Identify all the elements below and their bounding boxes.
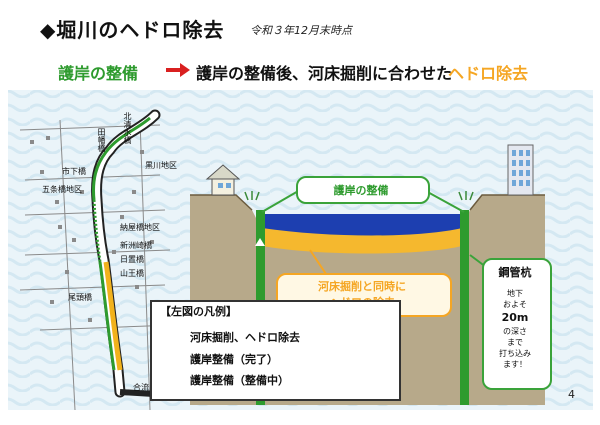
arrow-up-icon bbox=[255, 238, 265, 246]
map-label-sanno: 山王橋 bbox=[120, 269, 144, 278]
pile-callout-line6: 打ち込み bbox=[499, 349, 531, 358]
subtitle-middle: 護岸の整備後、河床掘削に合わせた bbox=[196, 64, 453, 83]
map-label-takada: 田幡橋 bbox=[97, 128, 106, 152]
pile-callout-title: 鋼管杭 bbox=[498, 266, 532, 279]
river-water bbox=[262, 214, 462, 236]
legend-box bbox=[150, 300, 401, 401]
revetment-callout bbox=[296, 176, 430, 204]
pile-callout-depth: 20m bbox=[501, 311, 529, 324]
building-icon bbox=[507, 144, 534, 196]
map-label-otake: 尾頭橋 bbox=[68, 293, 92, 302]
subtitle-sludge: ヘドロ除去 bbox=[448, 64, 529, 83]
legend-item-dredging: 河床掘削、ヘドロ除去 bbox=[190, 331, 300, 344]
page-number: 4 bbox=[568, 388, 575, 401]
legend-title: 【左図の凡例】 bbox=[160, 305, 237, 318]
map-revetment-completed-lower bbox=[98, 261, 116, 371]
legend-item-completed: 護岸整備（完了） bbox=[190, 353, 278, 366]
page-title: ◆堀川のヘドロ除去 bbox=[40, 18, 225, 42]
map-label-kurokawa: 黒川地区 bbox=[145, 161, 177, 170]
pile-callout bbox=[482, 258, 552, 390]
pile-callout-line4: の深さ bbox=[503, 327, 527, 336]
map-revetment-in-progress bbox=[92, 199, 102, 263]
red-arrow-icon bbox=[166, 63, 190, 77]
map-dredging-section bbox=[103, 261, 123, 371]
dredge-callout-line1: 河床掘削と同時に bbox=[318, 280, 406, 293]
sludge-layer bbox=[262, 228, 462, 254]
pile-callout-line2: およそ bbox=[503, 300, 527, 309]
map-label-ichitsuji: 市下橋 bbox=[62, 167, 86, 176]
map-label-gojo: 五条橋地区 bbox=[42, 185, 82, 194]
legend-item-in-progress: 護岸整備（整備中） bbox=[190, 374, 289, 387]
subtitle-revetment: 護岸の整備 bbox=[58, 64, 139, 83]
map-revetment-completed bbox=[92, 116, 151, 201]
map-label-goryu: 合流点 bbox=[133, 383, 157, 392]
steel-pile-right bbox=[460, 210, 469, 405]
map-label-shinsuzaki: 新洲崎橋 bbox=[120, 241, 152, 250]
map-label-nayabashi: 納屋橋地区 bbox=[120, 223, 160, 232]
map-label-hioki: 日置橋 bbox=[120, 255, 144, 264]
date-label: 令和３年12月末時点 bbox=[250, 24, 352, 37]
grass-icon bbox=[244, 191, 474, 201]
pile-callout-line1: 地下 bbox=[507, 289, 523, 298]
house-icon bbox=[205, 164, 241, 196]
pile-callout-line7: ます！ bbox=[503, 360, 527, 369]
revetment-callout-text: 護岸の整備 bbox=[333, 184, 389, 197]
pile-callout-line5: まで bbox=[507, 338, 523, 347]
map-label-kitasuna: 北清水橋 bbox=[123, 112, 132, 144]
